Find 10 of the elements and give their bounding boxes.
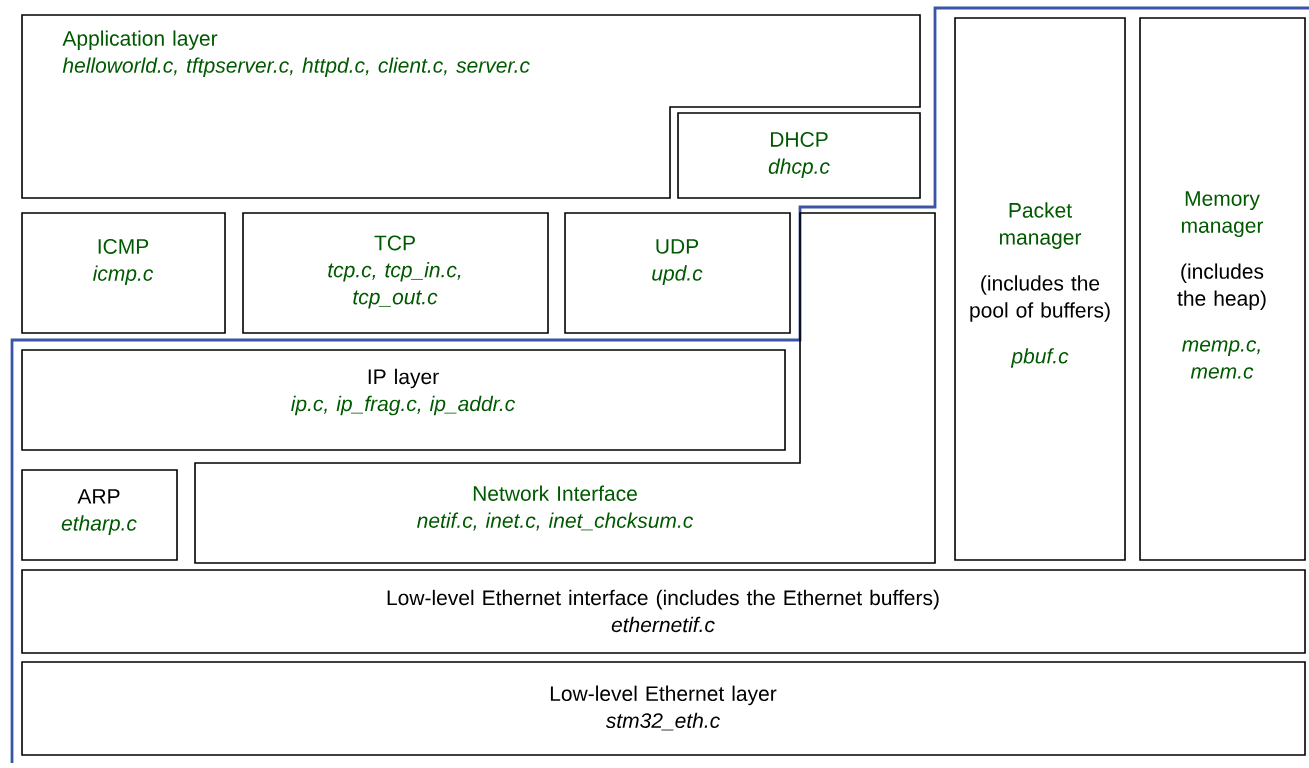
layer-box: ARP etharp.c (21, 469, 178, 561)
layer-box: Memory manager (includes the heap) memp.c, mem.c (1139, 17, 1306, 561)
layer-box: UDP upd.c (564, 212, 791, 334)
layer-box: IP layer ip.c, ip_frag.c, ip_addr.c (21, 349, 786, 451)
layer-box: TCP tcp.c, tcp_in.c, tcp_out.c (242, 212, 549, 334)
layer-box: Packet manager (includes the pool of buffers) pbuf.c (954, 17, 1126, 561)
layer-box: Low-level Ethernet layer stm32_eth.c (21, 661, 1306, 756)
layer-box: ICMP icmp.c (21, 212, 226, 334)
layer-box: DHCP dhcp.c (677, 112, 921, 199)
layer-box: Low-level Ethernet interface (includes the Ethernet buffers) ethernetif.c (21, 569, 1306, 654)
